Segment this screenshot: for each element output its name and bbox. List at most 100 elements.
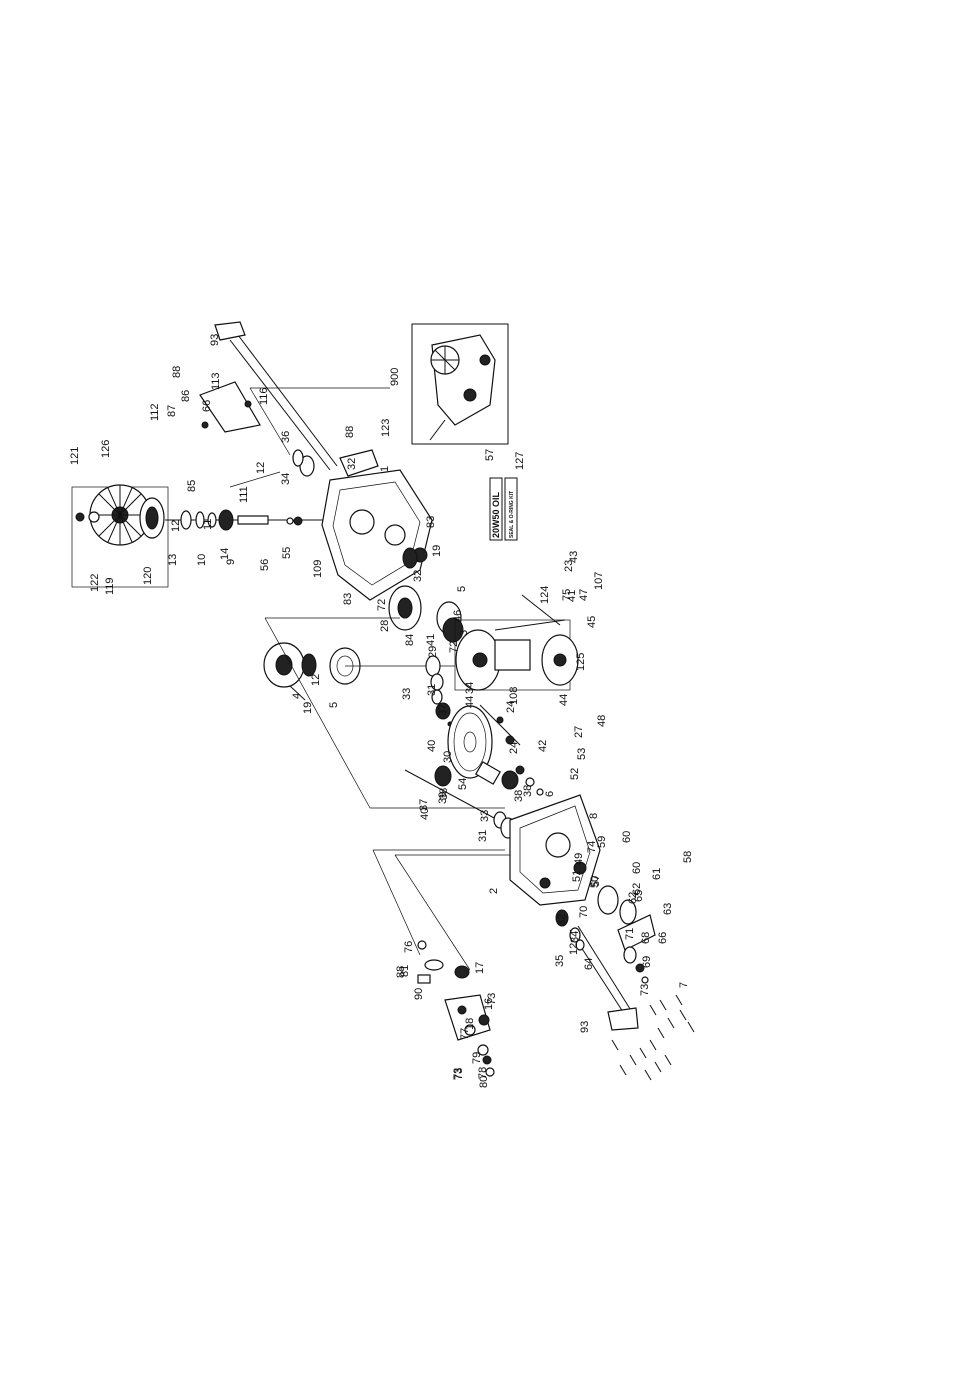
part-number-label: 113: [210, 372, 222, 390]
part-number-label: 120: [142, 567, 154, 585]
part-number-label: 76: [403, 941, 415, 953]
part-number-label: 39: [437, 792, 449, 804]
assembly-inset-box: [411, 323, 509, 445]
part-number-label: 5: [328, 702, 340, 708]
part-number-label: 74: [586, 841, 598, 853]
part-number-label: 47: [578, 589, 590, 601]
bracket-93-lower: [607, 1007, 639, 1031]
part-number-label: 11: [202, 519, 214, 530]
part-number-label: 9: [225, 559, 237, 565]
part-number-label: 36: [280, 431, 292, 443]
part-number-label: 70: [578, 906, 590, 918]
seal-kit-decal: SEAL & O-RING KIT: [504, 477, 518, 541]
shift-lever-assembly: [597, 885, 656, 984]
part-number-label: 108: [508, 687, 520, 705]
part-number-label: 31: [426, 684, 438, 696]
part-number-label: 41: [566, 590, 578, 602]
part-number-label: 122: [89, 574, 101, 592]
part-number-label: 125: [575, 653, 587, 671]
part-number-label: 59: [596, 836, 608, 848]
lower-housing: [509, 794, 601, 906]
part-number-label: 44: [464, 696, 476, 708]
part-number-label: 12: [568, 943, 580, 955]
part-number-label: 107: [593, 572, 605, 590]
cooling-fan: [89, 484, 151, 546]
part-number-label: 32: [346, 458, 358, 470]
brake-lever-hardware: [417, 940, 431, 984]
part-number-label: 57: [590, 875, 602, 887]
part-number-label: 1: [379, 466, 391, 472]
shaft-collars: [496, 716, 544, 796]
part-number-label: 111: [238, 486, 250, 503]
part-number-label: 29: [427, 646, 439, 658]
part-number-label: 73: [639, 984, 651, 996]
input-shaft-bearings: [180, 509, 303, 531]
part-number-label: 61: [651, 868, 663, 880]
part-number-label: 83: [425, 516, 437, 528]
part-number-label: 12: [170, 520, 182, 532]
part-number-label: 72: [376, 599, 388, 611]
part-number-label: 88: [344, 426, 356, 438]
gear-84: [388, 585, 422, 631]
part-number-label: 51: [571, 870, 583, 882]
part-number-label: 126: [100, 440, 112, 458]
oil-decal: 20W50 OIL: [489, 477, 503, 541]
part-number-label: 109: [312, 560, 324, 578]
part-number-label: 42: [537, 740, 549, 752]
part-number-label: 38: [438, 788, 450, 800]
part-number-label: 87: [166, 405, 178, 417]
part-number-label: 32: [412, 570, 424, 582]
part-number-label: 14: [219, 548, 231, 560]
part-number-label: 34: [464, 682, 476, 694]
fan-washer: [88, 511, 100, 523]
part-number-label: 3: [458, 630, 470, 636]
part-number-label: 68: [640, 932, 652, 944]
part-number-label: 69: [641, 956, 653, 968]
part-number-label: 66: [657, 932, 669, 944]
shift-assembly: [494, 594, 579, 686]
part-number-label: 24: [505, 701, 517, 713]
part-number-label: 83: [342, 593, 354, 605]
part-number-label: 7: [678, 982, 690, 988]
part-number-label: 13: [167, 554, 179, 566]
part-number-label: 62: [631, 883, 643, 895]
part-number-label: 37: [437, 704, 449, 716]
ring-gear-30: [447, 705, 493, 779]
upper-housing: [321, 469, 433, 601]
part-number-label: 73: [452, 1068, 464, 1080]
part-number-label: 28: [379, 620, 391, 632]
part-number-label: 900: [389, 368, 401, 386]
part-number-label: 86: [180, 390, 192, 402]
part-number-label: 37: [418, 799, 430, 811]
fan-nut: [75, 512, 85, 522]
seal-12: [292, 449, 304, 467]
part-number-label: 48: [596, 715, 608, 727]
part-number-label: 65: [633, 890, 645, 902]
part-number-label: 81: [399, 965, 411, 977]
part-number-label: 43: [568, 551, 580, 563]
part-number-label: 112: [149, 403, 161, 421]
part-number-label: 62: [627, 892, 639, 904]
part-number-label: 16: [483, 998, 495, 1010]
part-number-label: 85: [186, 480, 198, 492]
part-number-label: 32: [556, 914, 568, 926]
part-number-label: 35: [554, 955, 566, 967]
part-number-label: 19: [431, 545, 443, 557]
brake-arm: [424, 959, 491, 1041]
part-number-label: 45: [586, 616, 598, 628]
bolt-set: [611, 994, 695, 1081]
part-number-label: 31: [477, 830, 489, 842]
pulley: [139, 497, 165, 539]
part-number-label: 93: [579, 1021, 591, 1033]
part-number-label: 6: [544, 791, 556, 797]
brake-rod-end: [214, 321, 246, 341]
bearing-19-lower: [301, 653, 317, 677]
part-number-label: 66: [201, 400, 213, 412]
part-number-label: 72: [448, 641, 460, 653]
part-number-label: 79: [471, 1052, 483, 1064]
part-number-label: 24: [508, 742, 520, 754]
part-number-label: 4: [291, 693, 303, 699]
part-number-label: 54: [457, 778, 469, 790]
